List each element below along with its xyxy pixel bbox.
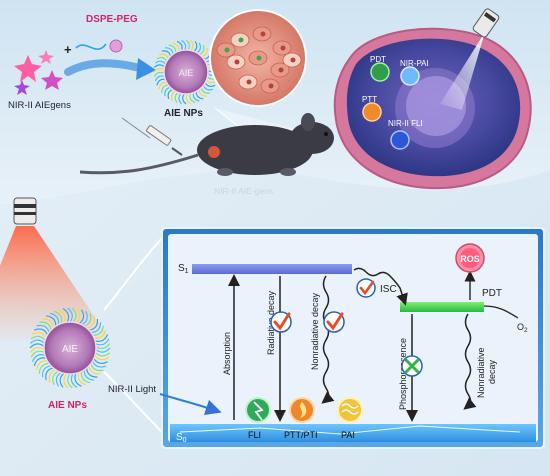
aie-nps-top-label: AIE NPs [164,108,203,119]
peg-molecule [75,39,123,53]
isc-arrow [353,267,408,306]
zoom-line-upper [103,237,163,311]
s0-sparkle [179,425,521,435]
tumor-tissue-zoom [209,9,307,149]
cell-light-beam [440,32,485,110]
isc-check-icon [356,278,376,298]
nonradiative-right-label-line1: Nonradiative [476,347,486,398]
cell-label-ptt: PTT [362,95,377,104]
svg-text:AIE: AIE [179,68,194,78]
ros-badge [455,243,485,273]
mouse-silhouette [79,113,334,176]
ptt-pti-label: PTT/PTI [284,430,318,440]
nonradiative-right-label-line2: decay [487,359,497,384]
plus-sign: + [64,42,72,57]
ros-label: ROS [460,254,480,264]
pdt-label: PDT [482,288,502,299]
phosphorescence-label: Phosphorescence [398,338,408,410]
aiegen-stars [14,50,63,95]
nir-ii-light-arrow [159,393,222,416]
left-light-source-icon [13,197,37,225]
isc-label: ISC [380,284,397,295]
ptt-pti-badge-icon [289,397,315,423]
o2-label: O2 [517,322,528,334]
cell-label-pdt: PDT [370,55,386,64]
nir-ii-light-label: NIR-II Light [108,384,156,395]
svg-text:AIE: AIE [62,344,78,355]
fli-badge-icon [245,397,271,423]
phosphorescence-cross-icon [401,355,423,377]
formation-arrow-head [136,58,156,80]
s1-label: S1 [178,263,189,275]
syringe-icon [121,117,183,156]
nonradiative-decay-arrow [321,275,335,404]
mouse-caption: NIR-II AIE-gens [214,186,273,196]
pai-badge-icon [337,397,363,423]
formation-arrow-shaft [64,59,144,76]
aie-np-left: AIE [29,307,111,389]
o2-line [483,305,519,319]
pai-label: PAI [341,430,355,440]
nonradiative-decay-label: Nonradiative decay [310,292,320,370]
cell-function-badges [362,62,420,150]
cell-light-source-icon [472,8,500,38]
zoom-line-lower [103,371,163,433]
aie-np-top: AIE [153,39,219,105]
cell-label-nir-pai: NIR-PAI [400,59,429,68]
nonradiative-decay-right-arrow [463,313,477,410]
radiative-check-icon [270,311,292,333]
cell-label-nir-fli: NIR-II FLI [388,119,423,128]
s1-level [192,264,352,274]
absorption-label: Absorption [222,332,232,375]
jablonski-panel [161,227,545,449]
fli-label: FLI [248,430,261,440]
aiegens-label: NIR-II AIEgens [8,100,71,111]
t1-level [400,302,484,312]
nonradiative-check-icon [323,311,345,333]
s0-label: S0 [176,432,187,444]
dspe-peg-label: DSPE-PEG [86,14,138,25]
aie-nps-left-label: AIE NPs [48,400,87,411]
